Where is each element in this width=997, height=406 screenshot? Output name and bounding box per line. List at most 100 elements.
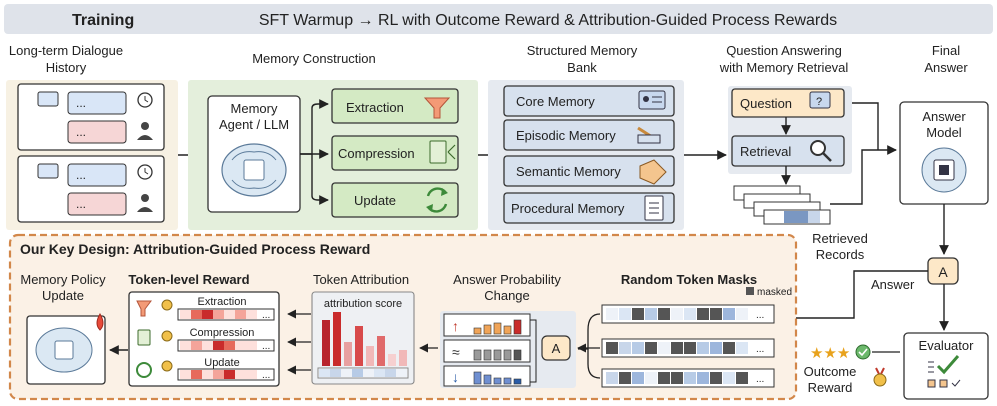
brain-chip-icon (921, 147, 967, 193)
token-attribution-title: Token Attribution (313, 272, 409, 287)
mask-token (671, 342, 683, 354)
prob-bar (493, 377, 502, 385)
mask-token (710, 308, 722, 320)
dialogue-card-2: ... ... (17, 155, 165, 223)
stage-bank-line1: Structured Memory (527, 43, 638, 58)
prob-bar (513, 349, 522, 361)
prob-bar (493, 349, 502, 361)
attribution-token-cell (319, 369, 330, 377)
prob-bar (483, 374, 492, 385)
token-reward-cell (246, 310, 257, 319)
mask-token (606, 372, 618, 384)
brain-chip-icon (221, 143, 287, 197)
mask-token (736, 308, 748, 320)
prob-bar (503, 349, 512, 361)
banner-title: SFT Warmup → RL with Outcome Reward & At… (259, 12, 837, 29)
arrow-agent-to-extraction (300, 99, 329, 155)
policy-update-line1: Memory Policy (20, 272, 106, 287)
prob-bar (503, 377, 512, 385)
token-reward-row-compression: Compression (190, 327, 255, 339)
token-reward-cell (224, 341, 235, 350)
key-design-title: Our Key Design: Attribution-Guided Proce… (20, 241, 370, 257)
token-reward-cell (235, 341, 246, 350)
retrieved-records-stack (733, 185, 831, 225)
svg-text:?: ? (816, 96, 822, 108)
prob-bar (473, 327, 482, 335)
agent-bubble (67, 91, 127, 115)
token-attribution-box: attribution score (311, 291, 415, 385)
token-reward-cell (213, 310, 224, 319)
prob-bar (513, 378, 522, 385)
prob-bar (513, 319, 522, 335)
attribution-token-cell (363, 369, 374, 377)
question-label: Question (740, 96, 792, 111)
question-box: Question ? (731, 88, 845, 118)
prob-bar (483, 349, 492, 361)
mask-ellipsis: ... (756, 374, 764, 385)
bank-episodic-memory: Episodic Memory (503, 119, 675, 151)
token-reward-cell (246, 341, 257, 350)
prob-change-line1: Answer Probability (453, 272, 561, 287)
stage-bank-line2: Bank (567, 60, 597, 75)
outcome-reward-line2: Reward (808, 380, 853, 395)
mask-token (606, 342, 618, 354)
mask-token (645, 372, 657, 384)
mask-token (632, 372, 644, 384)
agent-bubble (67, 163, 127, 187)
prob-bar (493, 322, 502, 335)
bank-semantic-memory: Semantic Memory (503, 155, 675, 187)
mask-token (619, 342, 631, 354)
agent-bubble-text: ... (76, 168, 86, 182)
prob-answer-badge (541, 335, 571, 361)
retrieval-box: Retrieval (731, 135, 845, 167)
arrow-answer-to-masks (785, 270, 928, 323)
agent-label-line2: Agent / LLM (219, 117, 289, 132)
retrieval-label: Retrieval (740, 144, 791, 159)
film-pin-icon (637, 126, 661, 144)
svg-text:★★★: ★★★ (810, 345, 850, 362)
mask-token (606, 308, 618, 320)
user-bubble (67, 120, 127, 144)
user-bubble (67, 192, 127, 216)
fire-icon (96, 313, 104, 331)
user-bubble-text: ... (76, 197, 86, 211)
attribution-token-cell (385, 369, 396, 377)
token-reward-cell (224, 370, 235, 379)
compress-file-icon (429, 140, 447, 164)
attribution-token-cell (341, 369, 352, 377)
tag-icon (639, 159, 667, 185)
answer-badge-letter: A (938, 264, 948, 280)
chat-icon (37, 163, 59, 179)
arrow-mask-3-to-prob (587, 349, 601, 379)
token-reward-cell (202, 370, 213, 379)
attribution-bar (388, 354, 396, 366)
mask-token (671, 308, 683, 320)
token-reward-cell (180, 341, 191, 350)
prob-change-line2: Change (484, 288, 530, 303)
prob-change-box: ↑ ≈ ↓ A (440, 311, 576, 388)
attribution-token-cell (396, 369, 407, 377)
token-reward-cell (191, 341, 202, 350)
attribution-bar (355, 326, 363, 366)
mask-token (632, 308, 644, 320)
id-card-icon (638, 90, 666, 110)
answer-model-box: Answer Model (899, 101, 989, 205)
token-reward-cell (180, 310, 191, 319)
banner-label: Training (72, 12, 134, 29)
attribution-bar (344, 342, 352, 366)
prob-answer-letter: A (552, 341, 561, 356)
token-reward-cell (202, 310, 213, 319)
op-extraction-label: Extraction (346, 100, 404, 115)
attribution-bar (399, 350, 407, 366)
user-bubble-text: ... (76, 125, 86, 139)
magnifier-icon (810, 140, 826, 156)
mask-token (736, 372, 748, 384)
arrow-question-to-model (852, 102, 879, 150)
stage-construction: Memory Construction (252, 51, 376, 66)
op-update-label: Update (354, 193, 396, 208)
agent-label-line1: Memory (231, 101, 278, 116)
mask-token (658, 308, 670, 320)
user-icon (141, 122, 149, 130)
funnel-icon (423, 97, 451, 119)
stage-qa-line1: Question Answering (726, 43, 842, 58)
